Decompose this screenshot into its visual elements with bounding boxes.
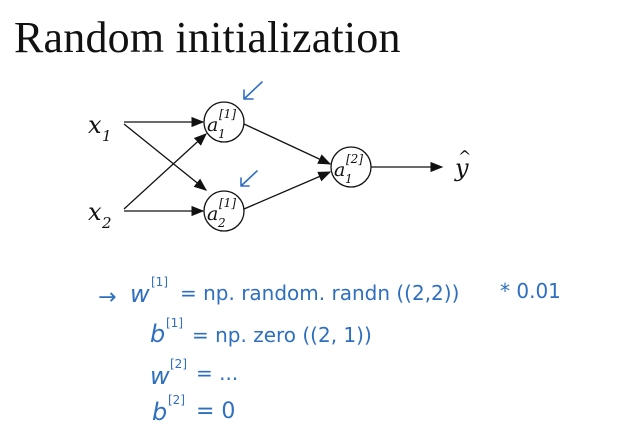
handwritten-notes: → w [1] = np. random. randn ((2,2)) * 0.… [98,275,561,426]
note-line-2-text: = np. zero ((2, 1)) [192,323,372,347]
output-node-sub: 1 [345,172,353,186]
prediction-yhat-hat: ^ [458,147,471,166]
hidden-node-a2-var: a [207,203,218,225]
edge-x1-a2 [123,123,208,191]
note-line-3-text: = ... [196,361,238,385]
note-line-2-sym: b [150,320,165,348]
hidden-node-a2-sub: 2 [217,216,226,230]
prediction-yhat-var: y [454,154,469,182]
hidden-node-a1-sub: 1 [218,127,226,141]
output-node-var: a [334,159,345,181]
note-line-1-suffix: * 0.01 [500,279,561,303]
input-x2-sub: 2 [101,214,112,232]
hidden-node-a2: a [1] 2 [203,190,245,232]
input-x2-var: x [88,198,102,226]
hidden-node-a1-circle [203,101,245,143]
hidden-node-a1-var: a [207,114,218,136]
output-node-sup: [2] [346,152,363,166]
note-line-2-sup: [1] [166,316,183,330]
input-hidden-edges [123,116,208,217]
hidden-node-a2-circle [203,190,245,232]
input-x1: x 1 [88,111,112,145]
hidden-node-a1-sup: [1] [219,107,236,121]
input-x2: x 2 [88,198,112,232]
note-line-1-sup: [1] [151,275,168,289]
hidden-node-a2-sup: [1] [219,196,236,210]
hidden-output-edges [243,123,332,210]
input-x1-var: x [88,111,102,139]
note-line-4-text: = 0 [196,399,235,424]
notes-arrow: → [98,285,116,310]
slide-title: Random initialization [14,13,401,62]
annotation-arrow-bottom [240,170,258,187]
edge-a2-out [243,171,332,210]
hidden-node-a1: a [1] 1 [203,101,245,143]
input-x1-sub: 1 [102,127,112,145]
note-line-4-sym: b [152,398,167,426]
edge-x2-a1 [123,133,207,210]
edge-a1-out [243,123,332,165]
note-line-3-sup: [2] [170,357,187,371]
prediction-yhat: y ^ [454,147,471,182]
annotation-arrow-top [243,81,263,100]
annotation-arrows [240,81,263,187]
note-line-4-sup: [2] [168,393,185,407]
note-line-1-sym: w [130,280,150,308]
note-line-3-sym: w [150,362,170,390]
output-node: a [2] 1 [330,146,372,188]
note-line-1-text: = np. random. randn ((2,2)) [180,281,459,305]
